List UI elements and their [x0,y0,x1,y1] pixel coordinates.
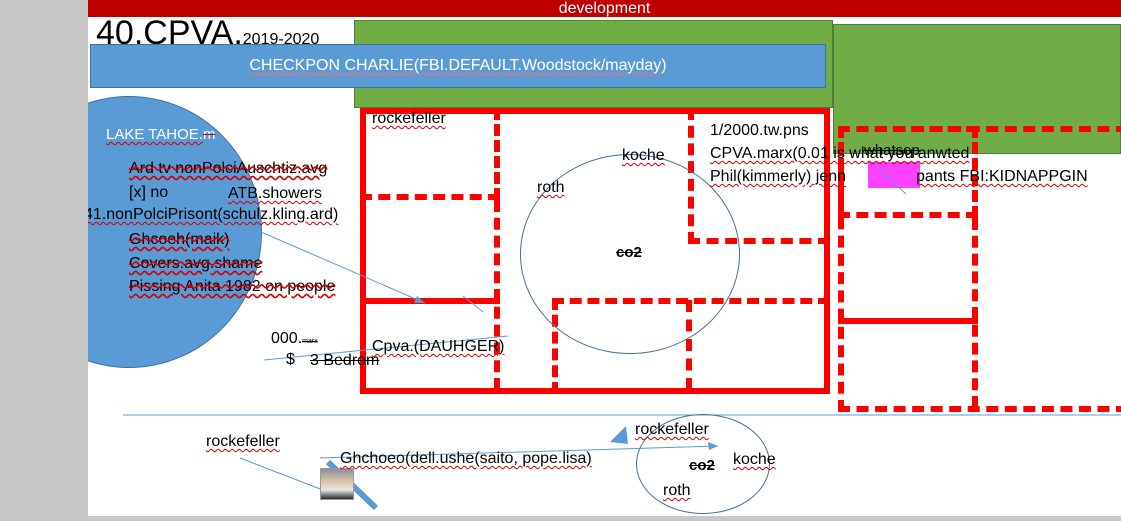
info-line-2-text: CPVA.marx(0.01 is what you anwted [710,145,970,162]
wall-horizontal-c [838,318,978,324]
label-marx-amount: 000.marx [271,330,318,348]
label-ghchoeo: Ghchoeo(dell.ushe(saito, pope.lisa) [340,450,592,467]
label-rockefeller-left: rockefeller [206,433,280,450]
lake-line-5: Ghcoeh(maik) [129,231,230,248]
wall-vertical-b [686,300,692,390]
label-cpva-daughter: Cpva.(DAUHGER) [372,338,505,355]
wall-vertical-a [494,200,500,390]
lake-line-6: Covers.avg.shame [129,255,263,272]
label-whatsop: whatsop [864,142,920,159]
info-line-3-end: pants FBI:KIDNAPPGIN [916,168,1088,185]
info-line-3-start: Phil(kimmerly) jenn [710,168,847,185]
lake-line-7: Pissing Anita 1982 on people [129,278,336,295]
checkpoint-text: CHECKPON CHARLIE(FBI.DEFAULT.Woodstock/m… [249,57,667,74]
lake-title: LAKE TAHOE.m [106,126,215,143]
koche-circle [520,154,740,354]
room-rockefeller [360,108,500,200]
lake-title-main: LAKE TAHOE. [106,126,203,143]
banner-text: development [558,0,651,17]
rockefeller-arrow-line [239,457,329,493]
marx-small-label: marx [302,338,318,345]
blue-triangle [610,426,628,444]
label-rockefeller-right: rockefeller [635,421,709,438]
lake-line-2: [x] no [129,184,169,201]
lake-line-1: Ard tv nonPolciAuschtiz.avg [129,160,328,177]
whatsop-line [877,167,907,195]
wall-horizontal-a [360,298,500,304]
label-rockefeller-top: rockefeller [372,110,446,127]
development-banner: development [88,0,1121,17]
lake-arrowhead [414,296,425,303]
label-roth-bottom: roth [663,482,691,499]
lake-title-suffix: m [202,126,216,143]
bottom-circle [636,414,770,514]
label-co2: co2 [616,244,642,261]
label-koche-bottom: koche [733,451,776,468]
floorplan-right-outer [838,126,1121,412]
marx-amount-value: 000. [271,330,303,347]
wall-vertical-c [972,218,978,408]
room-whatsop [838,126,978,218]
slide-canvas: development 40.CPVA.2019-2020 CHECKPON C… [88,0,1121,516]
title-years: 2019-2020 [242,31,320,48]
portrait-photo [320,468,354,500]
info-line-1: 1/2000.tw.pns [710,122,809,139]
lake-line-3: ATB.showers [228,185,322,202]
lake-arrow [237,221,426,304]
magenta-patch [868,162,920,188]
label-bedroom: 3 Bedrom [310,352,380,369]
dollar-line [263,335,509,361]
label-co2-bottom: co2 [689,457,715,474]
info-line-2: CPVA.marx(0.01 is what you anwted [710,145,969,163]
info-line-3: Phil(kimmerly) jenn pants FBI:KIDNAPPGIN [710,168,1088,186]
label-koche: koche [622,147,665,164]
label-roth: roth [537,179,565,196]
center-line [462,295,484,313]
lake-line-4: 41.nonPolciPrisont(schulz.kling.ard) [88,206,339,223]
checkpoint-bar: CHECKPON CHARLIE(FBI.DEFAULT.Woodstock/m… [90,44,826,88]
label-dollar: $ [286,351,295,368]
